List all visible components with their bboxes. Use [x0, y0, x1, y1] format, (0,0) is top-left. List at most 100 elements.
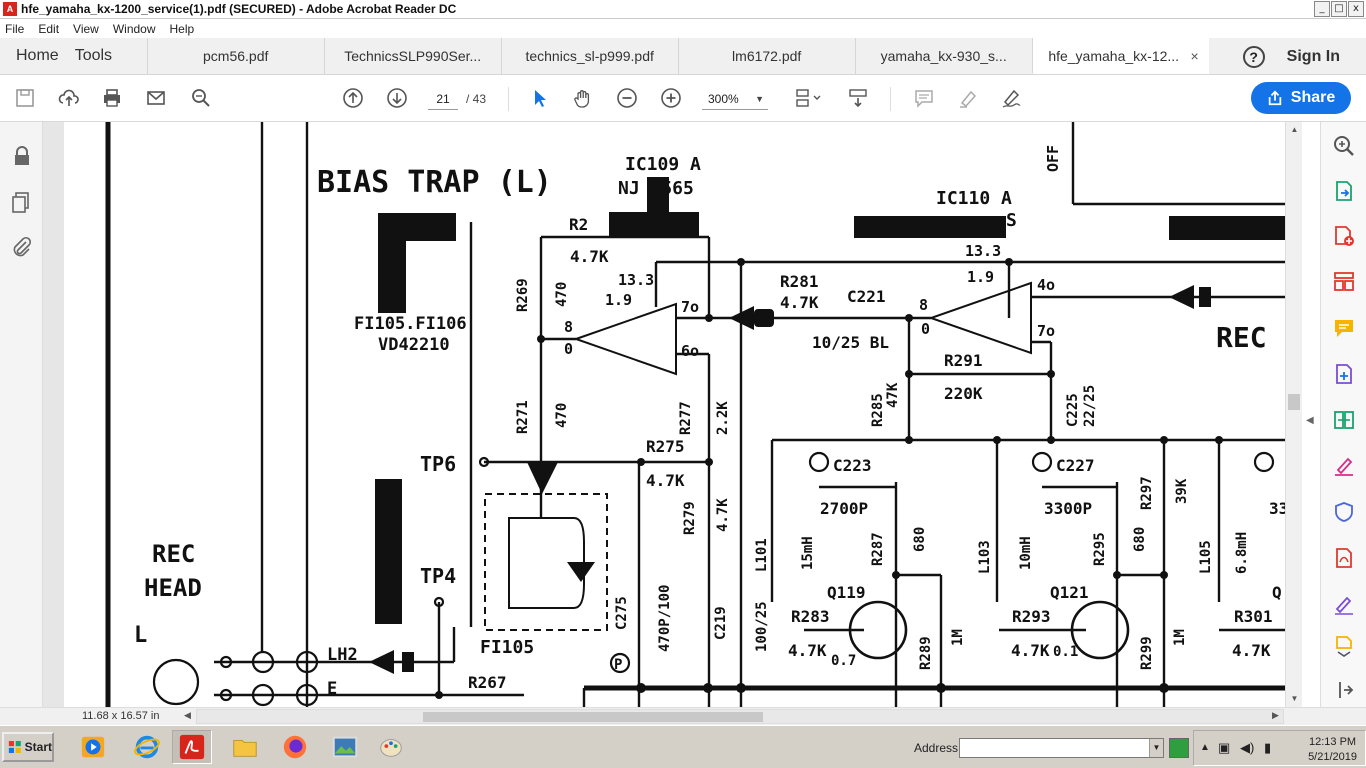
clock[interactable]: 12:13 PM 5/21/2019 — [1308, 736, 1357, 763]
select-cursor-icon[interactable] — [527, 85, 553, 111]
go-arrow-icon[interactable] — [1169, 738, 1189, 758]
photo-viewer-icon[interactable] — [326, 730, 364, 764]
firefox-icon[interactable] — [276, 730, 314, 764]
c219-label: C219 — [713, 606, 729, 640]
attachment-icon[interactable] — [10, 235, 34, 259]
organize-pages-icon[interactable] — [1332, 270, 1356, 294]
export-pdf-icon[interactable] — [1332, 179, 1356, 203]
collapse-panel-icon[interactable] — [1332, 678, 1356, 702]
comment-icon[interactable] — [911, 85, 937, 111]
lock-icon[interactable] — [10, 144, 34, 168]
scroll-down-icon[interactable]: ▼ — [1290, 694, 1299, 703]
left-navigation-panel — [0, 122, 43, 707]
network-icon[interactable]: ▣ — [1218, 740, 1231, 755]
page-number-input[interactable]: 21 — [428, 88, 458, 110]
highlight-icon[interactable] — [955, 85, 981, 111]
doc-tab-hfe-yamaha-kx-1200[interactable]: hfe_yamaha_kx-12... × — [1031, 38, 1209, 74]
doc-tab-technics-slp990[interactable]: TechnicsSLP990Ser... — [323, 38, 501, 74]
maximize-button[interactable]: □ — [1331, 1, 1347, 17]
scroll-right-icon[interactable]: ▶ — [1272, 710, 1279, 720]
zoom-out-icon[interactable] — [614, 85, 640, 111]
rec-label: REC — [1216, 321, 1267, 354]
save-icon[interactable] — [12, 85, 38, 111]
search-icon[interactable] — [188, 85, 214, 111]
zoom-level-select[interactable]: 300% ▼ — [702, 88, 768, 110]
address-dropdown-icon[interactable]: ▼ — [1149, 739, 1163, 757]
previous-page-icon[interactable] — [340, 85, 366, 111]
scroll-left-icon[interactable]: ◀ — [184, 710, 191, 720]
pdf-file-icon[interactable] — [1332, 546, 1356, 570]
comment-tool-icon[interactable] — [1332, 316, 1356, 340]
email-icon[interactable] — [143, 85, 169, 111]
ic110-label: IC110 A — [936, 188, 1012, 209]
r289-value: 1M — [950, 629, 966, 646]
close-button[interactable]: x — [1348, 1, 1364, 17]
tab-close-icon[interactable]: × — [1190, 47, 1199, 64]
create-pdf-icon[interactable] — [1332, 224, 1356, 248]
compare-files-icon[interactable] — [1332, 408, 1356, 432]
right-panel-toggle-icon[interactable]: ◀ — [1306, 415, 1314, 426]
pin-7-b: 7o — [1037, 322, 1055, 340]
sign-pen-icon[interactable] — [998, 85, 1024, 111]
scroll-up-icon[interactable]: ▲ — [1290, 125, 1299, 134]
l105-label: L105 — [1198, 540, 1214, 574]
pages-thumbnail-icon[interactable] — [10, 190, 34, 214]
document-viewport[interactable]: BIAS TRAP (L) IC109 A NJ 5565 IC110 A S … — [43, 122, 1285, 707]
zoom-in-icon[interactable] — [658, 85, 684, 111]
window-title: hfe_yamaha_kx-1200_service(1).pdf (SECUR… — [21, 2, 457, 16]
acrobat-taskbar-icon[interactable] — [172, 730, 212, 764]
battery-icon[interactable]: ▮ — [1264, 740, 1272, 755]
pin-0-b: 0 — [921, 320, 930, 338]
menu-help[interactable]: Help — [169, 21, 195, 36]
r285-label: R285 — [870, 393, 886, 427]
file-explorer-icon[interactable] — [226, 730, 264, 764]
media-player-icon[interactable] — [74, 730, 112, 764]
more-tools-icon[interactable] — [1332, 634, 1356, 658]
upload-cloud-icon[interactable] — [56, 85, 82, 111]
pin-8-a: 8 — [564, 318, 573, 336]
horizontal-scrollbar[interactable] — [196, 709, 1284, 724]
tray-expand-icon[interactable]: ▲ — [1200, 742, 1210, 753]
zoom-tool-icon[interactable] — [1332, 134, 1356, 158]
page-display-icon[interactable] — [790, 85, 828, 111]
tab-home[interactable]: Home — [16, 47, 59, 64]
schematic-drawing: BIAS TRAP (L) IC109 A NJ 5565 IC110 A S … — [105, 122, 1285, 707]
menu-view[interactable]: View — [73, 21, 99, 36]
r291-value: 220K — [944, 384, 983, 403]
windows-logo-icon — [8, 741, 21, 753]
doc-tab-lm6172[interactable]: lm6172.pdf — [677, 38, 855, 74]
l105-value: 6.8mH — [1234, 532, 1250, 574]
sign-in-button[interactable]: Sign In — [1286, 47, 1340, 65]
start-button[interactable]: Start — [2, 732, 54, 762]
help-icon[interactable]: ? — [1242, 45, 1265, 68]
doc-tab-yamaha-kx-930[interactable]: yamaha_kx-930_s... — [854, 38, 1032, 74]
scroll-mode-icon[interactable] — [845, 85, 871, 111]
internet-explorer-icon[interactable] — [128, 730, 166, 764]
scan-ocr-icon[interactable] — [1332, 362, 1356, 386]
hand-tool-icon[interactable] — [570, 85, 596, 111]
l103-value: 10mH — [1018, 536, 1034, 570]
paint-icon[interactable] — [372, 730, 410, 764]
tab-tools[interactable]: Tools — [74, 47, 113, 64]
menu-window[interactable]: Window — [112, 21, 156, 36]
print-icon[interactable] — [99, 85, 125, 111]
doc-tab-pcm56[interactable]: pcm56.pdf — [146, 38, 324, 74]
doc-tab-technics-sl-p999[interactable]: technics_sl-p999.pdf — [500, 38, 678, 74]
edit-pen-icon[interactable] — [1332, 592, 1356, 616]
right-tools-panel — [1320, 122, 1366, 707]
share-button[interactable]: Share — [1251, 82, 1351, 114]
fill-sign-icon[interactable] — [1332, 454, 1356, 478]
ic109-part-label: NJ 5565 — [618, 178, 694, 199]
address-input[interactable]: ▼ — [959, 738, 1164, 758]
vertical-scrollbar[interactable]: ▲ ▼ — [1285, 122, 1302, 707]
r2-label: R2 — [569, 215, 588, 234]
protect-shield-icon[interactable] — [1332, 500, 1356, 524]
minimize-button[interactable]: _ — [1314, 1, 1330, 17]
pdf-page[interactable]: BIAS TRAP (L) IC109 A NJ 5565 IC110 A S … — [64, 122, 1285, 707]
menu-edit[interactable]: Edit — [38, 21, 60, 36]
vertical-scroll-thumb[interactable] — [1288, 394, 1300, 410]
next-page-icon[interactable] — [384, 85, 410, 111]
horizontal-scroll-thumb[interactable] — [423, 712, 763, 722]
speaker-icon[interactable]: ◀) — [1240, 740, 1255, 755]
menu-file[interactable]: File — [5, 21, 25, 36]
